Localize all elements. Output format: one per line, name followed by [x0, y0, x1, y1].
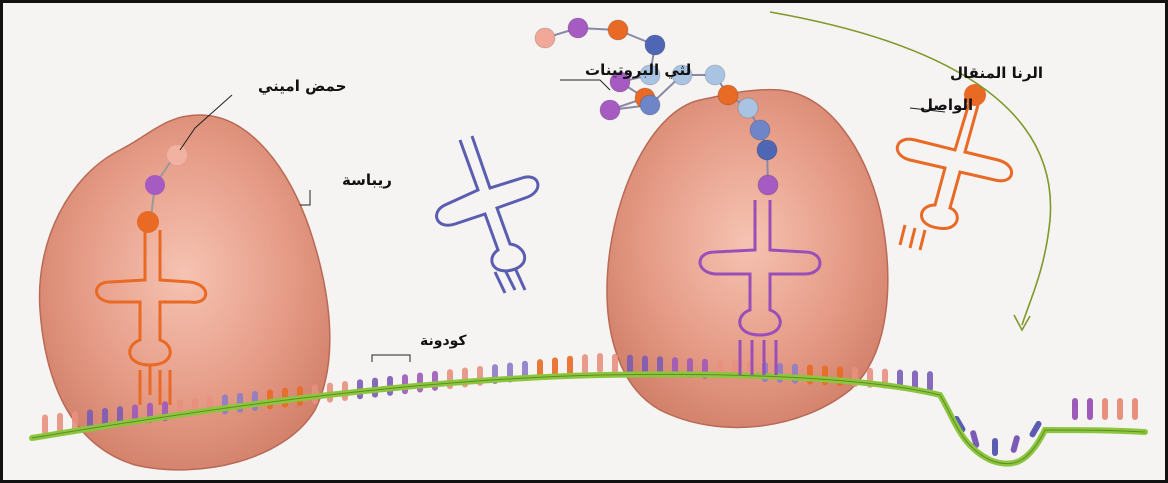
amino-acid-bead: [600, 100, 620, 120]
label-trna-line1: الرنا المنقال: [950, 64, 1043, 82]
codon-bracket: [372, 355, 410, 362]
amino-acid-bead: [705, 65, 725, 85]
codon-base: [1072, 398, 1078, 420]
codon-base: [612, 354, 618, 374]
amino-acid-bead: [568, 18, 588, 38]
label-ribosome: ريباسة: [342, 171, 392, 189]
amino-acid-bead: [718, 85, 738, 105]
codon-base: [1102, 398, 1108, 420]
leader-polypeptide: [560, 80, 610, 90]
amino-acid-bead: [757, 140, 777, 160]
codon-base: [1087, 398, 1093, 420]
amino-acid-bead: [758, 175, 778, 195]
codon-base: [807, 365, 813, 385]
codon-base: [1117, 398, 1123, 420]
trna-free: [437, 136, 538, 293]
amino-acid-bead: [750, 120, 770, 140]
label-polypeptide: لثي البروتينات: [585, 61, 691, 79]
label-amino-acid: حمض اميني: [258, 77, 346, 95]
amino-acid-bead: [145, 175, 165, 195]
amino-acid-bead: [645, 35, 665, 55]
amino-acid-bead: [608, 20, 628, 40]
label-trna-line2: الواصل: [920, 96, 973, 114]
codon-base: [1132, 398, 1138, 420]
codon-base: [582, 354, 588, 374]
codon-base: [237, 393, 243, 413]
codon-base: [57, 413, 63, 433]
amino-acid-bead: [535, 28, 555, 48]
codon-base: [42, 415, 48, 435]
codon-base: [992, 438, 998, 456]
codon-base: [432, 371, 438, 391]
codon-base: [1010, 435, 1020, 454]
amino-acid-bead: [640, 95, 660, 115]
codon-base: [792, 364, 798, 384]
amino-acid-bead: [167, 145, 187, 165]
amino-acid-bead: [738, 98, 758, 118]
codon-base: [927, 371, 933, 391]
trna-incoming: [897, 100, 1011, 250]
codon-base: [567, 356, 573, 376]
label-codon: كودونة: [420, 333, 467, 349]
codon-base: [777, 363, 783, 383]
leader-ribosome: [300, 190, 310, 205]
codon-base: [597, 353, 603, 373]
amino-acid-bead: [137, 211, 159, 233]
